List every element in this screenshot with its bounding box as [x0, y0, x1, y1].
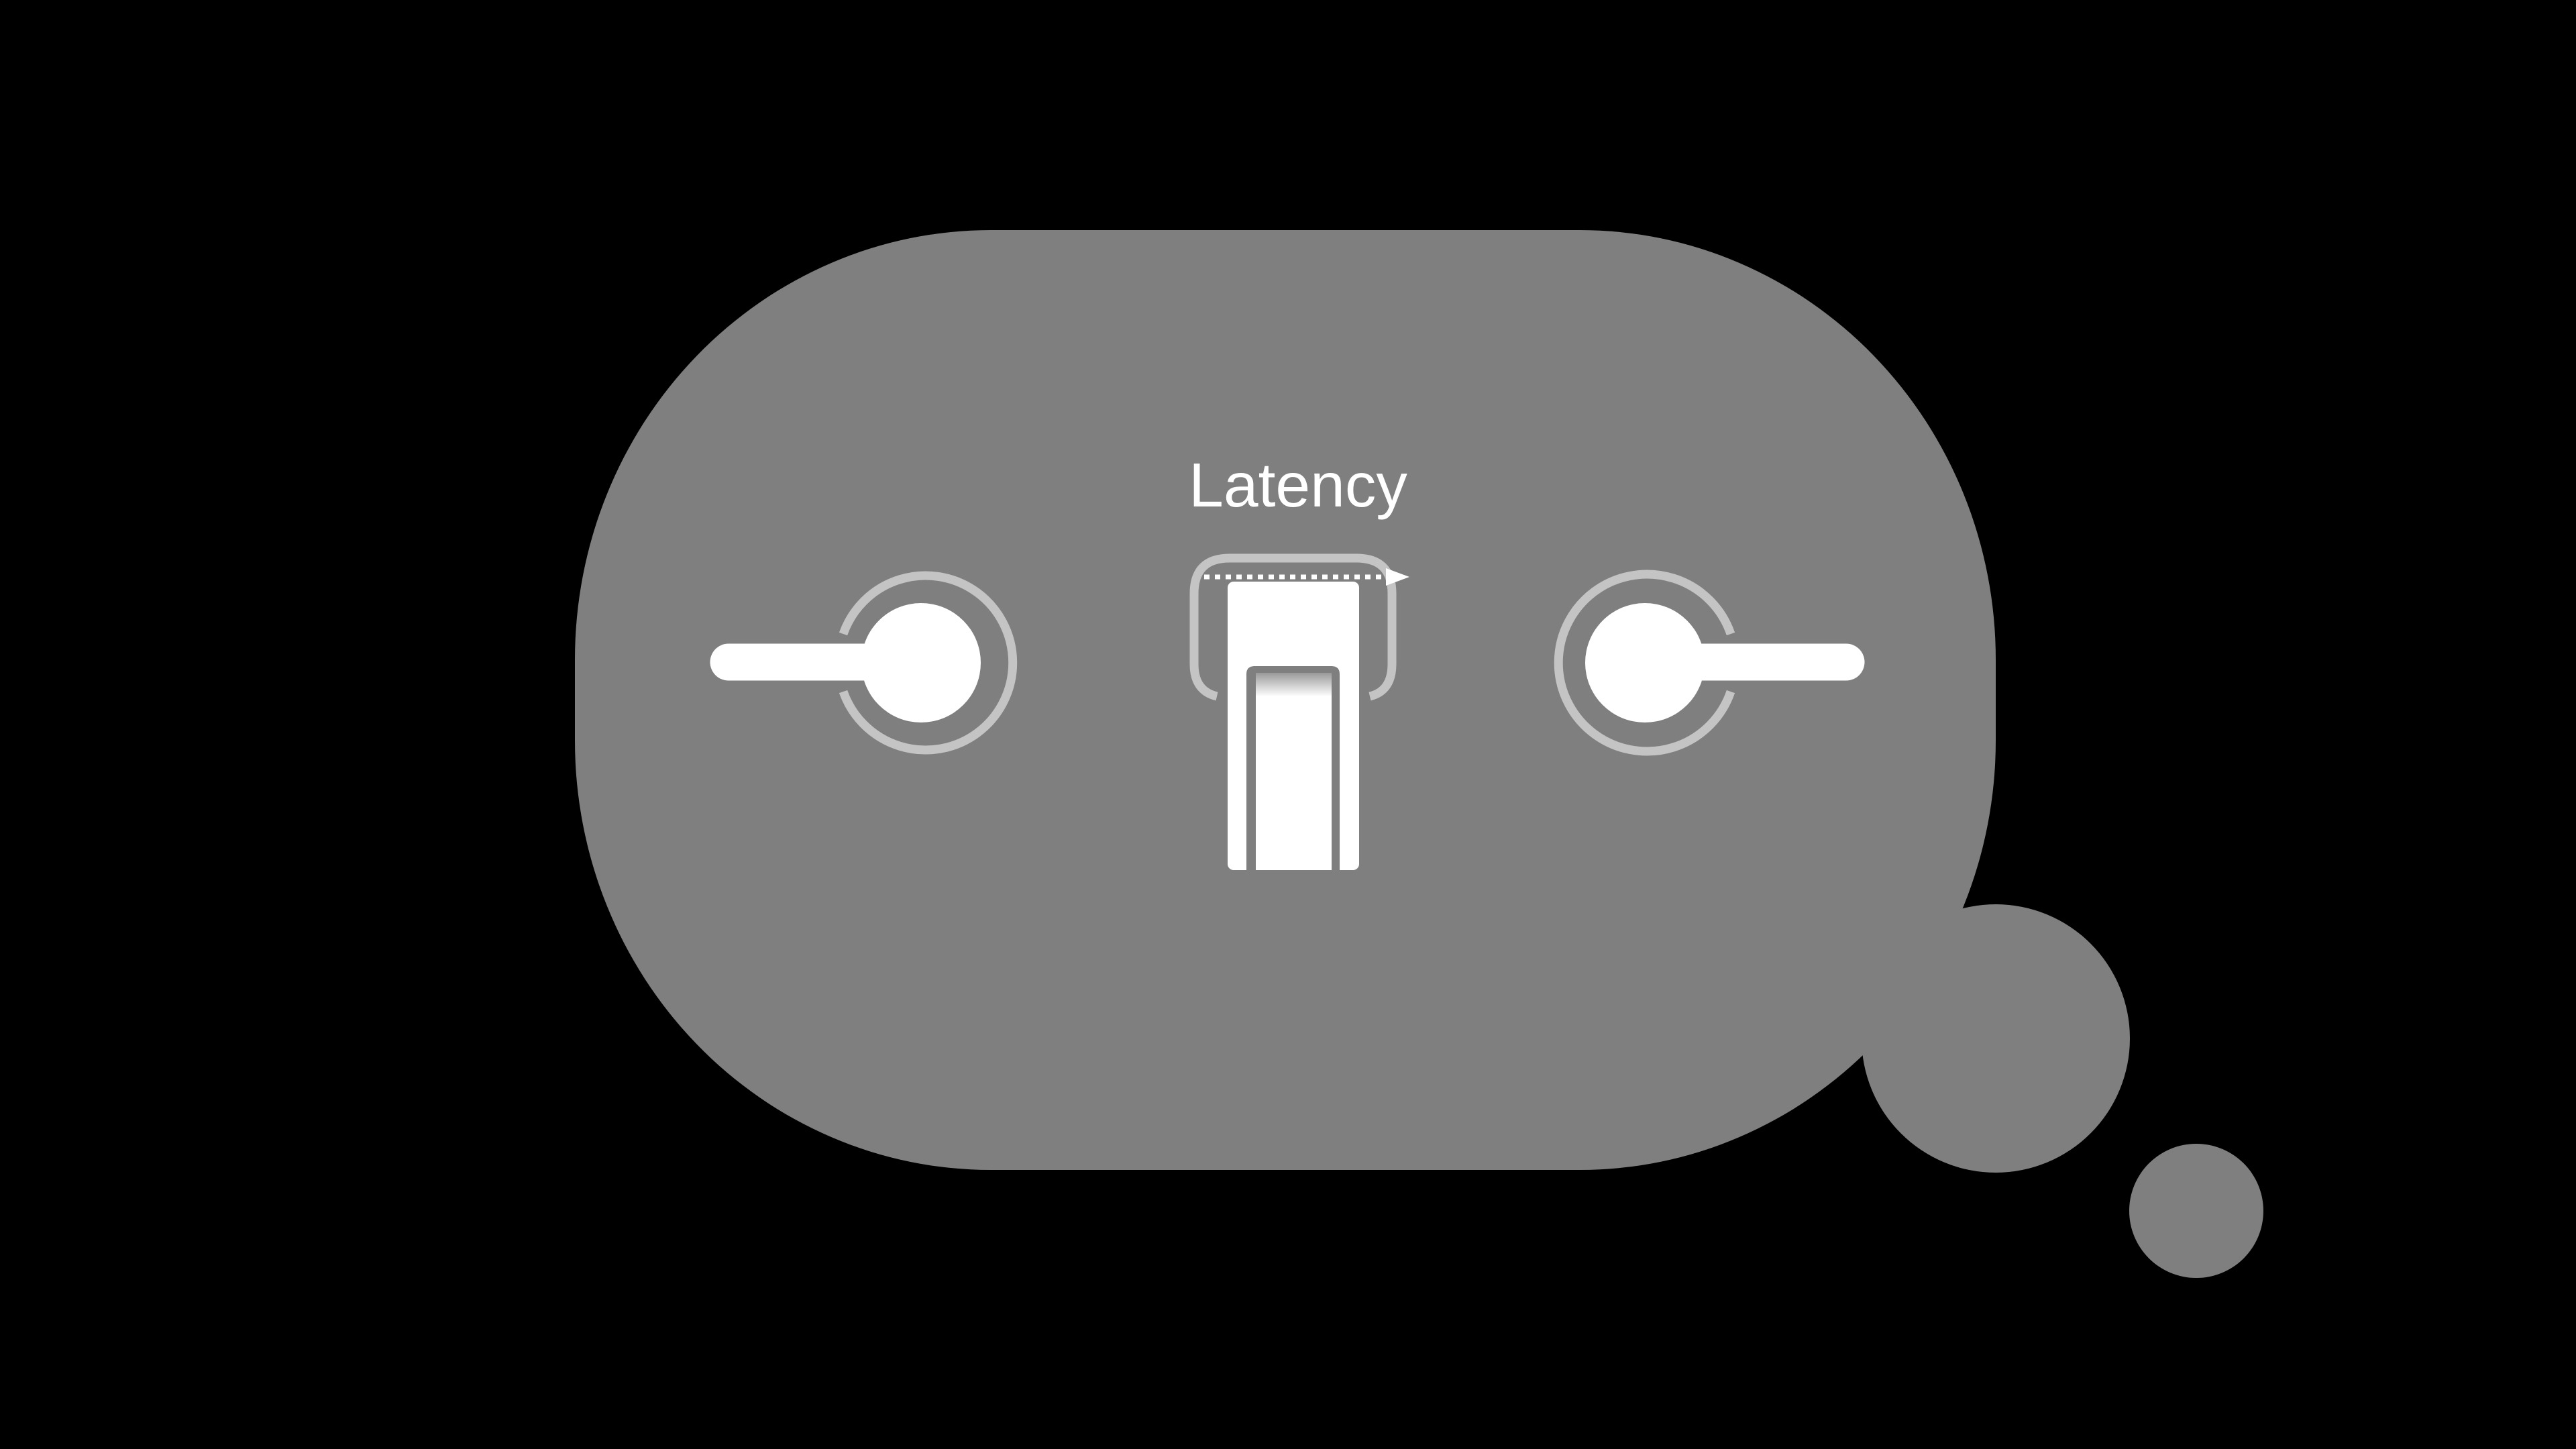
thought-bubble-puff-small	[2129, 1144, 2263, 1278]
left-plug-icon	[710, 571, 1018, 755]
dotted-arrow-icon	[1386, 568, 1409, 586]
right-plug-head	[1585, 603, 1705, 722]
thought-bubble-puff-large	[1862, 904, 2130, 1173]
left-plug-head	[861, 603, 981, 722]
buffer-bracket	[1189, 553, 1397, 701]
right-plug-icon	[1554, 570, 1865, 756]
left-ring	[839, 571, 1018, 755]
right-ring	[1554, 570, 1735, 756]
latency-label: Latency	[1189, 450, 1407, 520]
buffer-slot-icon	[1189, 553, 1409, 870]
buffer-fill	[1256, 673, 1332, 870]
